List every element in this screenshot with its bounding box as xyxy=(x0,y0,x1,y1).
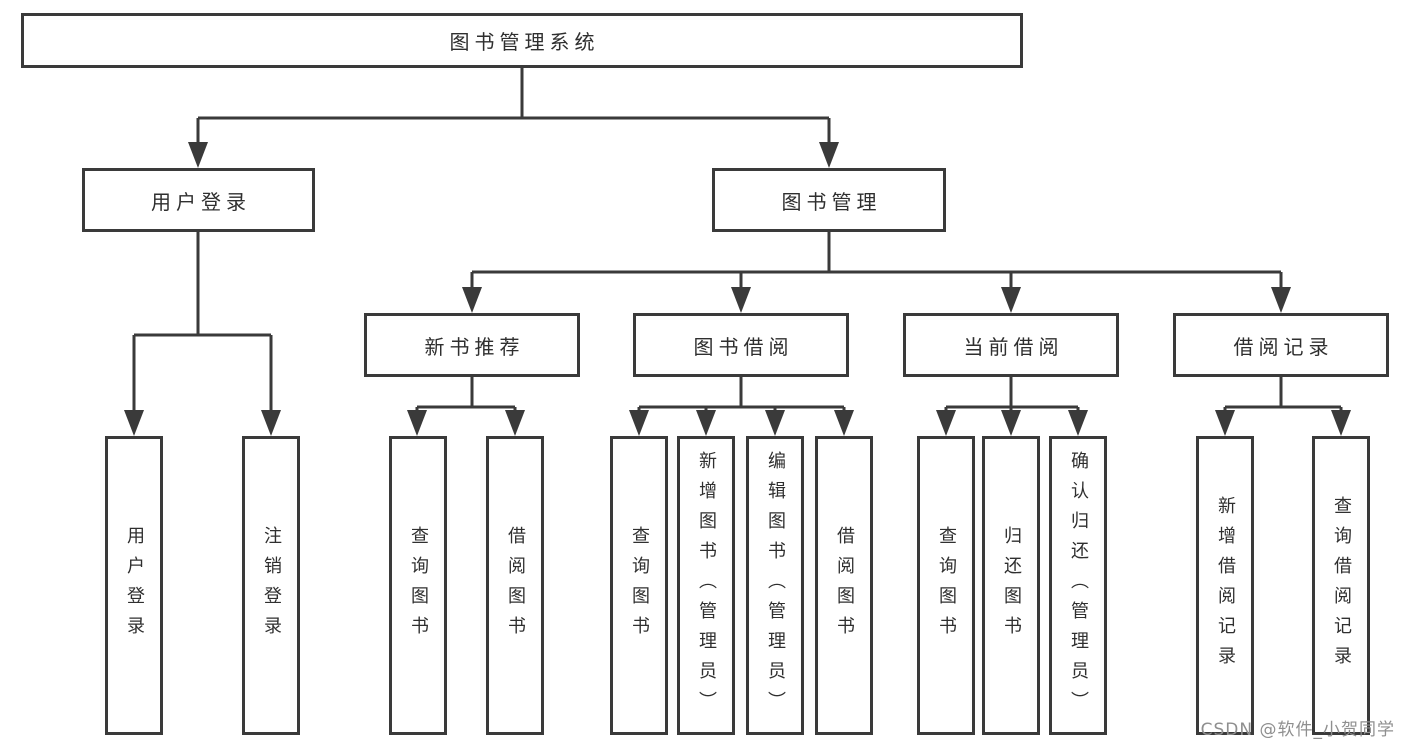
leaf-bb-borrow-books: 借阅图书 xyxy=(815,436,873,735)
leaf-br-add-record: 新增借阅记录 xyxy=(1196,436,1254,735)
leaf-logout: 注销登录 xyxy=(242,436,300,735)
leaf-cb-confirm-return-admin: 确认归还（管理员） xyxy=(1049,436,1107,735)
node-book-management: 图书管理 xyxy=(712,168,946,232)
leaf-label: 借阅图书 xyxy=(834,525,855,646)
leaf-label: 归还图书 xyxy=(1001,525,1022,646)
leaf-label: 新增图书（管理员） xyxy=(696,450,717,721)
leaf-label: 用户登录 xyxy=(124,525,145,646)
leaf-cb-query-books: 查询图书 xyxy=(917,436,975,735)
leaf-bb-edit-book-admin: 编辑图书（管理员） xyxy=(746,436,804,735)
arrowheads xyxy=(124,142,1351,436)
leaf-cb-return-books: 归还图书 xyxy=(982,436,1040,735)
leaf-label: 查询图书 xyxy=(629,525,650,646)
leaf-label: 查询借阅记录 xyxy=(1331,495,1352,676)
leaf-label: 确认归还（管理员） xyxy=(1068,450,1089,721)
node-user-login: 用户登录 xyxy=(82,168,315,232)
leaf-user-login: 用户登录 xyxy=(105,436,163,735)
leaf-bb-query-books: 查询图书 xyxy=(610,436,668,735)
leaf-label: 编辑图书（管理员） xyxy=(765,450,786,721)
leaf-label: 查询图书 xyxy=(408,525,429,646)
node-root: 图书管理系统 xyxy=(21,13,1023,68)
leaf-nb-borrow-books: 借阅图书 xyxy=(486,436,544,735)
leaf-label: 新增借阅记录 xyxy=(1215,495,1236,676)
node-current-borrowing: 当前借阅 xyxy=(903,313,1119,377)
csdn-watermark: CSDN @软件_小贺同学 xyxy=(1200,720,1395,740)
leaf-label: 注销登录 xyxy=(261,525,282,646)
leaf-nb-query-books: 查询图书 xyxy=(389,436,447,735)
node-new-book-recommend: 新书推荐 xyxy=(364,313,580,377)
leaf-label: 查询图书 xyxy=(936,525,957,646)
node-borrowing-records: 借阅记录 xyxy=(1173,313,1389,377)
leaf-label: 借阅图书 xyxy=(505,525,526,646)
node-book-borrowing: 图书借阅 xyxy=(633,313,849,377)
leaf-br-query-record: 查询借阅记录 xyxy=(1312,436,1370,735)
leaf-bb-add-book-admin: 新增图书（管理员） xyxy=(677,436,735,735)
